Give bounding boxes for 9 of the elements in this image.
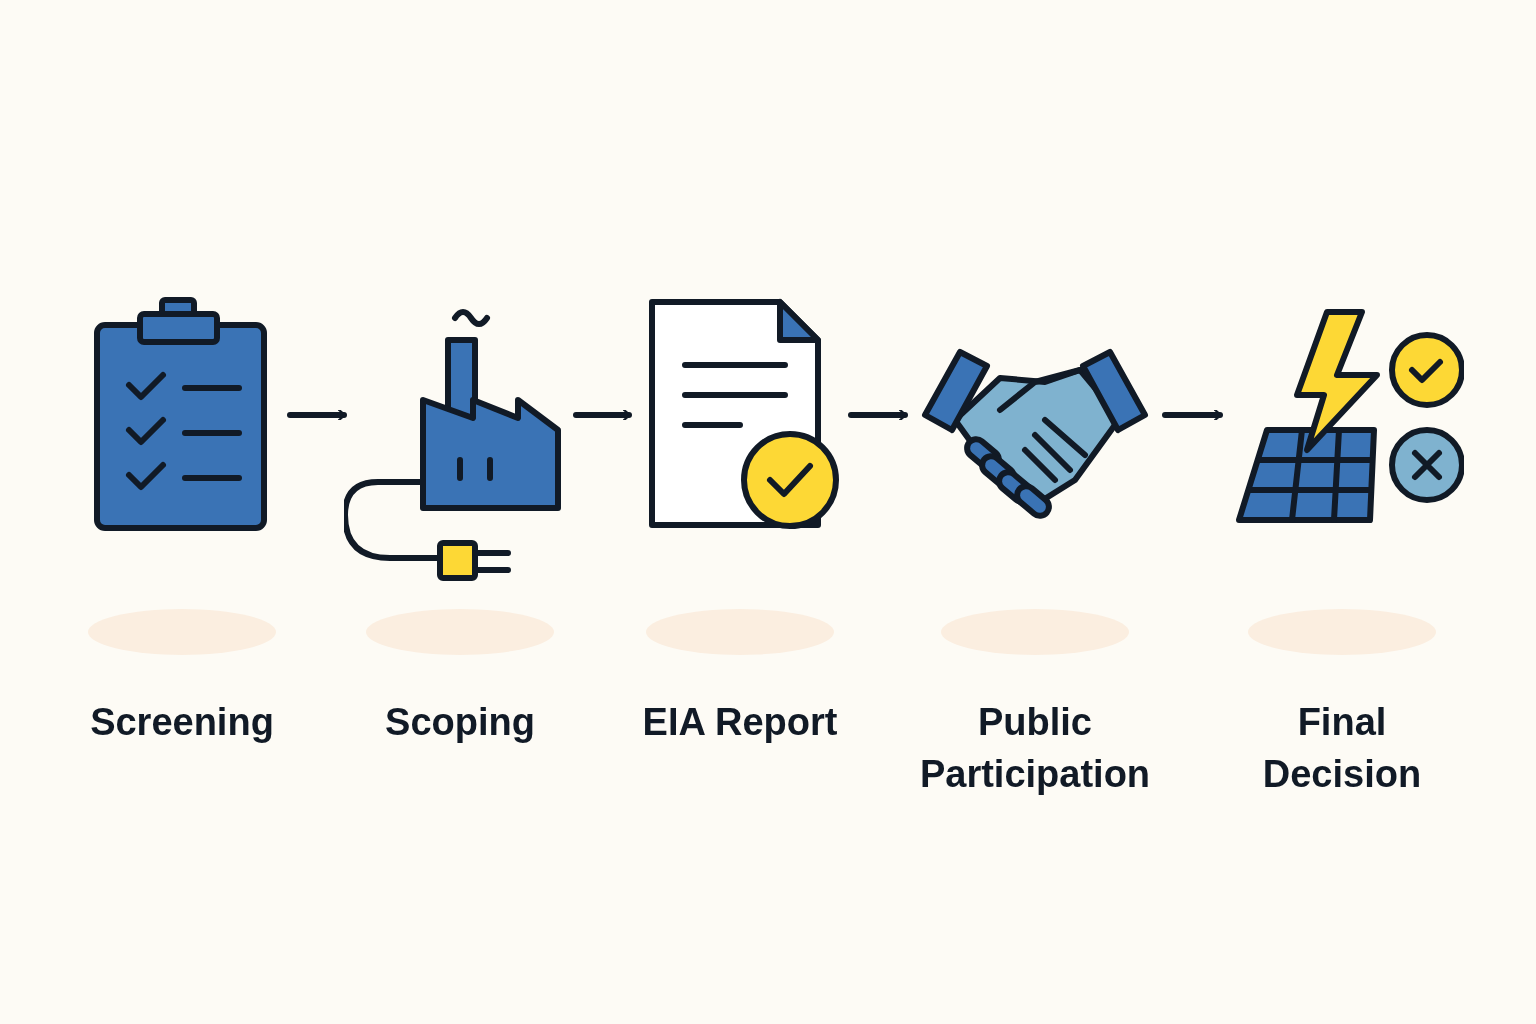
step-label: Scoping: [385, 700, 535, 745]
step-label: Public Participation: [918, 700, 1152, 797]
arrow: [848, 408, 908, 422]
arrow: [1162, 408, 1223, 422]
step-label: Final Decision: [1261, 700, 1423, 797]
step-label: EIA Report: [642, 700, 838, 745]
step-label: Screening: [90, 700, 274, 745]
arrow: [287, 408, 347, 422]
arrow: [573, 408, 632, 422]
